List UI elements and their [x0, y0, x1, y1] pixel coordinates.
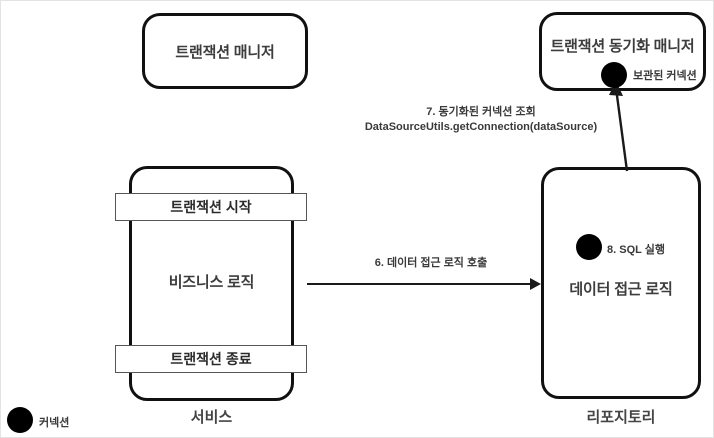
edge-repository-to-sync-manager-arrowhead-icon — [609, 81, 623, 96]
sql-connection-dot-icon — [576, 234, 602, 260]
transaction-start-bar: 트랜잭션 시작 — [115, 193, 307, 221]
node-transaction-manager-label: 트랜잭션 매니저 — [175, 44, 275, 61]
edge-label-line-1: 7. 동기화된 커넥션 조회 — [426, 106, 536, 118]
sql-execution-note: 8. SQL 실행 — [607, 244, 665, 256]
legend-connection-label: 커넥션 — [39, 417, 70, 429]
edge-repository-to-sync-manager-line — [609, 81, 629, 172]
edge-service-to-repository-label: 6. 데이터 접근 로직 호출 — [374, 257, 488, 269]
stored-connection-note: 보관된 커넥션 — [633, 70, 697, 82]
edge-label-line-2: DataSourceUtils.getConnection(dataSource… — [364, 121, 598, 133]
node-transaction-sync-manager-label: 트랜잭션 동기화 매니저 — [550, 38, 695, 55]
node-service-caption: 서비스 — [190, 409, 233, 426]
legend-connection-dot-icon — [7, 407, 33, 433]
node-service-body-label: 비즈니스 로직 — [168, 274, 255, 291]
edge-service-to-repository-line — [307, 283, 531, 285]
node-repository-caption: 리포지토리 — [586, 409, 656, 426]
node-repository-body-label: 데이터 접근 로직 — [569, 281, 673, 298]
edge-service-to-repository-arrowhead-icon — [530, 278, 541, 290]
edge-repository-to-sync-manager-label: 7. 동기화된 커넥션 조회 DataSourceUtils.getConnec… — [346, 105, 616, 135]
stored-connection-dot-icon — [601, 62, 627, 88]
transaction-end-bar: 트랜잭션 종료 — [115, 345, 307, 373]
node-repository — [541, 167, 701, 399]
node-transaction-manager — [142, 13, 308, 89]
